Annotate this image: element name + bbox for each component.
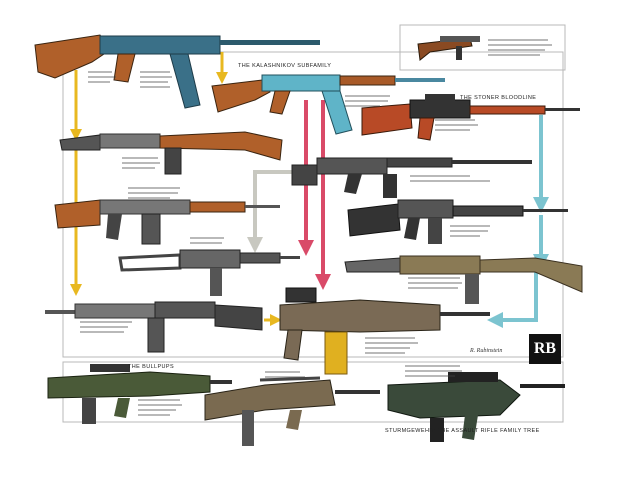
- rifle-l85: [47, 364, 232, 424]
- artist-signature: R. Rubinstein: [470, 348, 503, 354]
- rb-logo: RB: [529, 334, 561, 364]
- rifle-stg44: [34, 34, 320, 109]
- rifle-aug: [387, 372, 565, 442]
- rifle-m16: [347, 199, 568, 244]
- caption-lines: [80, 39, 552, 416]
- rifle-m1-carbine: [417, 36, 480, 61]
- kalashnikov-subfamily-title: THE KALASHNIKOV SUBFAMILY: [238, 63, 332, 69]
- rifle-ar10: [361, 94, 580, 141]
- rifle-stoner-sar: [344, 255, 583, 304]
- rifle-g36: [279, 287, 490, 375]
- rifle-hk33: [45, 301, 263, 353]
- family-tree-title: STURMGEWEHR: THE ASSAULT RIFLE FAMILY TR…: [385, 428, 540, 434]
- rifle-ar18: [291, 157, 532, 198]
- rifle-sig-550: [118, 249, 300, 296]
- rifle-hk-g3: [54, 199, 280, 245]
- gray-arrow-ar18-sig: [247, 170, 300, 253]
- rifle-fal: [59, 131, 283, 175]
- blue-arrow-to-g36: [487, 270, 538, 328]
- rifle-famas: [204, 376, 380, 446]
- bullpups-title: THE BULLPUPS: [128, 364, 175, 370]
- rifle-ak47: [211, 74, 445, 135]
- stoner-bloodline-title: THE STONER BLOODLINE: [460, 95, 537, 101]
